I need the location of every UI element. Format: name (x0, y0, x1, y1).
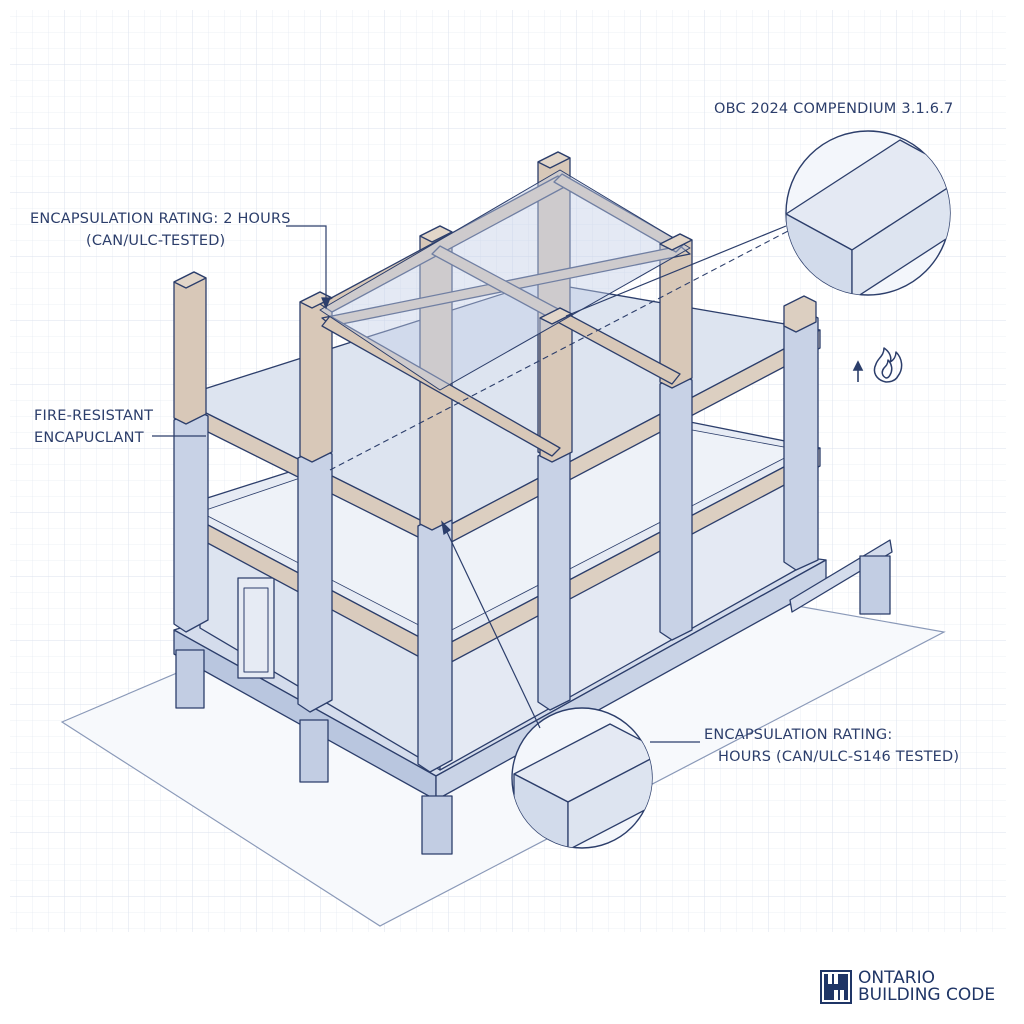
building (173, 151, 893, 855)
base-leg (421, 795, 453, 855)
detail-callout-bottom (511, 707, 653, 849)
brand-line1: ONTARIO (858, 968, 935, 988)
encapsulation-rating-label-top: ENCAPSULATION RATING: 2 HOURS (CAN/ULC-T… (30, 208, 291, 252)
arrow-up-icon (852, 360, 864, 382)
encapsulated-columns (173, 311, 819, 773)
base-leg (859, 555, 891, 615)
base-leg (175, 649, 205, 709)
compendium-label: OBC 2024 COMPENDIUM 3.1.6.7 (714, 101, 954, 117)
base-leg (299, 719, 329, 783)
door (237, 577, 275, 679)
encapsulation-top-line1: ENCAPSULATION RATING: 2 HOURS (30, 211, 291, 227)
encapsulation-bottom-line2: HOURS (CAN/ULC-S146 TESTED) (718, 749, 960, 765)
fire-icon (873, 347, 903, 383)
ontario-logo-icon (820, 970, 852, 1004)
ontario-building-code-brand: ONTARIO BUILDING CODE (820, 970, 995, 1004)
encapsulation-rating-label-bottom: ENCAPSULATION RATING: HOURS (CAN/ULC-S14… (704, 724, 959, 768)
encapsulant-line1: FIRE-RESISTANT (34, 408, 154, 424)
fire-resistant-encapsulant-label: FIRE-RESISTANT ENCAPUCLANT (34, 405, 153, 449)
encapsulant-line2: ENCAPUCLANT (34, 430, 144, 446)
glass-roof (319, 169, 691, 391)
brand-line2: BUILDING CODE (858, 985, 996, 1005)
detail-callout-top (785, 130, 951, 296)
encapsulation-top-line2: (CAN/ULC-TESTED) (86, 233, 226, 249)
encapsulation-bottom-line1: ENCAPSULATION RATING: (704, 727, 893, 743)
